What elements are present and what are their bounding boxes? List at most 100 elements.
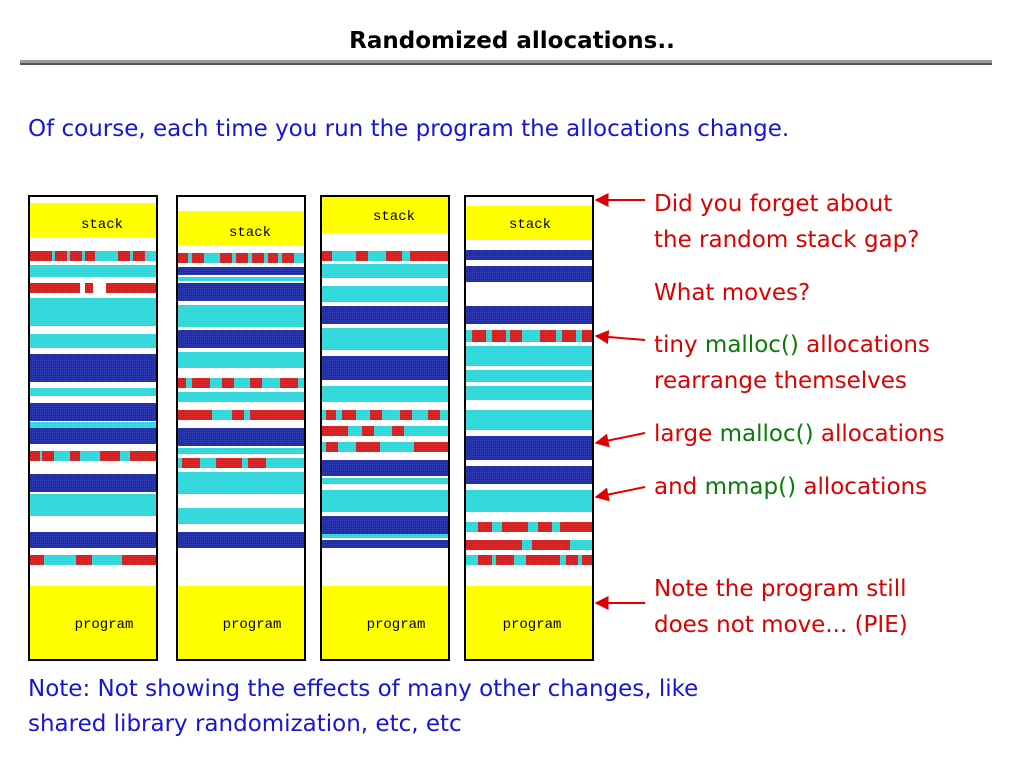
annotation-stack-gap: Did you forget about the random stack ga… <box>654 186 919 258</box>
tiny-malloc-group <box>466 540 592 550</box>
footnote: Note: Not showing the effects of many ot… <box>28 672 698 742</box>
tiny-malloc-group <box>30 283 156 293</box>
stack-segment <box>322 197 448 233</box>
large-malloc-region <box>178 330 304 348</box>
tiny-malloc-group <box>322 410 448 420</box>
code-term: mmap() <box>704 474 797 500</box>
stack-label: stack <box>81 217 123 233</box>
annotation-line: Did you forget about <box>654 191 893 217</box>
annotation-line: does not move... (PIE) <box>654 612 908 638</box>
large-malloc-region <box>322 306 448 324</box>
arrow-mmap <box>594 486 646 502</box>
mmap-region <box>30 265 156 277</box>
annotation-tiny-malloc: tiny malloc() allocations rearrange them… <box>654 327 930 399</box>
large-malloc-region <box>178 267 304 275</box>
mmap-region <box>466 346 592 366</box>
stack-segment <box>178 211 304 245</box>
tiny-malloc-group <box>178 410 304 420</box>
program-segment <box>466 586 592 659</box>
large-malloc-region <box>30 354 156 382</box>
tiny-malloc-group <box>322 442 448 452</box>
slide-title: Randomized allocations.. <box>349 28 675 54</box>
annotation-line: Note the program still <box>654 576 907 602</box>
mmap-region <box>466 370 592 382</box>
large-malloc-region <box>30 428 156 444</box>
memory-map-1: stack <box>28 195 158 661</box>
tiny-malloc-group <box>466 522 592 532</box>
stack-segment <box>30 203 156 237</box>
mmap-region <box>322 264 448 278</box>
tiny-malloc-group <box>178 253 304 263</box>
mmap-region <box>178 352 304 368</box>
program-segment <box>322 586 448 659</box>
mmap-region <box>30 334 156 348</box>
mmap-region <box>178 448 304 454</box>
memory-map-2: stack <box>176 195 306 661</box>
mmap-region <box>30 422 156 428</box>
mmap-region <box>466 490 592 512</box>
large-malloc-region <box>466 466 592 484</box>
mmap-region <box>30 298 156 326</box>
mmap-region <box>322 286 448 302</box>
footnote-line: shared library randomization, etc, etc <box>28 711 462 737</box>
stack-label: stack <box>509 217 551 233</box>
memory-map-3: stack <box>320 195 450 661</box>
mmap-region <box>30 494 156 516</box>
annotation-line: tiny malloc() allocations <box>654 332 930 358</box>
mmap-region <box>178 305 304 327</box>
program-label: program <box>367 617 426 633</box>
mmap-region <box>178 277 304 281</box>
tiny-malloc-group <box>466 330 592 342</box>
stack-label: stack <box>229 225 271 241</box>
large-malloc-region <box>322 516 448 534</box>
annotation-large-malloc: large malloc() allocations <box>654 421 945 447</box>
large-malloc-region <box>466 250 592 260</box>
stack-label: stack <box>373 209 415 225</box>
large-malloc-region <box>322 460 448 476</box>
subtitle: Of course, each time you run the program… <box>28 116 790 142</box>
large-malloc-region <box>466 436 592 460</box>
annotation-mmap: and mmap() allocations <box>654 474 928 500</box>
code-term: malloc() <box>719 421 814 447</box>
tiny-malloc-group <box>30 251 156 261</box>
tiny-malloc-group <box>322 251 448 261</box>
memory-map-4: stack prog <box>464 195 594 661</box>
code-term: malloc() <box>704 332 799 358</box>
mmap-region <box>322 328 448 350</box>
program-label: program <box>503 617 562 633</box>
large-malloc-region <box>30 532 156 548</box>
large-malloc-region <box>178 532 304 548</box>
arrow-large-malloc <box>594 432 646 448</box>
stack-segment <box>466 206 592 240</box>
large-malloc-region <box>30 474 156 492</box>
mmap-region <box>322 534 448 538</box>
large-malloc-region <box>322 356 448 380</box>
arrow-tiny-malloc <box>594 330 646 345</box>
title-divider <box>20 60 992 65</box>
annotation-line: rearrange themselves <box>654 368 907 394</box>
mmap-region <box>466 386 592 400</box>
tiny-malloc-group <box>178 458 304 468</box>
tiny-malloc-group <box>30 451 156 461</box>
mmap-region <box>322 478 448 484</box>
mmap-region <box>322 386 448 402</box>
large-malloc-region <box>466 266 592 282</box>
program-label: program <box>75 617 134 633</box>
mmap-region <box>30 388 156 396</box>
annotation-program: Note the program still does not move... … <box>654 571 908 643</box>
large-malloc-region <box>178 283 304 301</box>
footnote-line: Note: Not showing the effects of many ot… <box>28 676 699 702</box>
program-label: program <box>223 617 282 633</box>
mmap-region <box>178 392 304 402</box>
large-malloc-region <box>322 540 448 548</box>
mmap-region <box>178 508 304 524</box>
mmap-region <box>178 472 304 494</box>
mmap-region <box>466 410 592 430</box>
program-segment <box>178 586 304 659</box>
tiny-malloc-group <box>466 555 592 565</box>
annotation-line: the random stack gap? <box>654 227 920 253</box>
large-malloc-region <box>178 428 304 446</box>
tiny-malloc-group <box>178 378 304 388</box>
large-malloc-region <box>466 306 592 324</box>
mmap-region <box>322 490 448 512</box>
